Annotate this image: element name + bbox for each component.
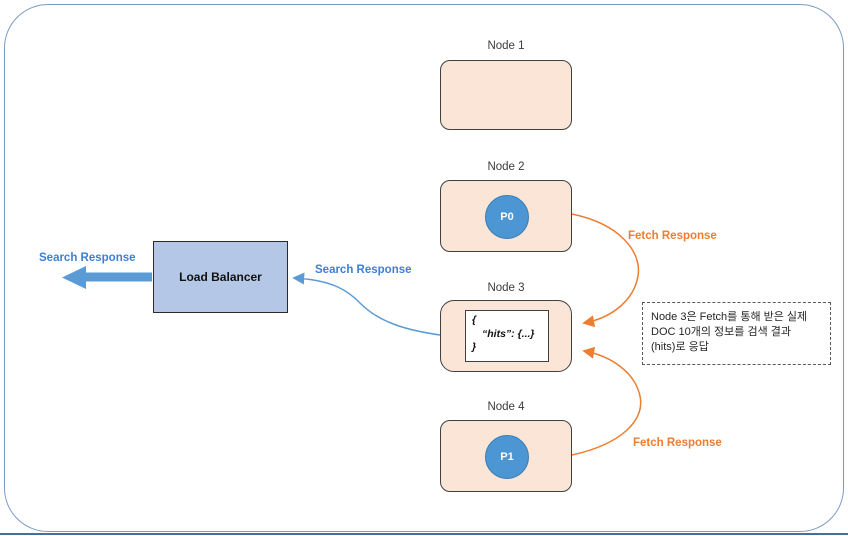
search-response-left-label: Search Response bbox=[39, 252, 136, 264]
search-response-mid-label: Search Response bbox=[315, 264, 412, 276]
node2-box: P0 bbox=[440, 180, 572, 252]
hits-code-line1: { bbox=[472, 314, 477, 326]
hits-code-line2: “hits”: {...} bbox=[482, 327, 535, 340]
hits-code-line3: } bbox=[472, 341, 477, 354]
annotation-line3: (hits)로 응답 bbox=[651, 340, 709, 353]
annotation-line2: DOC 10개의 정보를 검색 결과 bbox=[651, 325, 791, 338]
node1-box bbox=[440, 60, 572, 130]
slide-bottom-border bbox=[0, 533, 848, 535]
node4-box: P1 bbox=[440, 420, 572, 492]
shard-p1: P1 bbox=[485, 435, 529, 479]
load-balancer-box: Load Balancer bbox=[153, 241, 288, 313]
node3-box: { “hits”: {...} } bbox=[440, 300, 572, 372]
node1-label: Node 1 bbox=[487, 40, 525, 52]
load-balancer-label: Load Balancer bbox=[179, 270, 262, 284]
fetch-response-upper-label: Fetch Response bbox=[628, 230, 717, 242]
shard-p0: P0 bbox=[485, 195, 529, 239]
slide-frame bbox=[4, 4, 844, 532]
hits-result-box: { “hits”: {...} } bbox=[465, 310, 549, 362]
fetch-response-lower-label: Fetch Response bbox=[633, 437, 722, 449]
node2-label: Node 2 bbox=[487, 161, 525, 173]
annotation-note: Node 3은 Fetch를 통해 받은 실제 DOC 10개의 정보를 검색 … bbox=[642, 302, 831, 365]
annotation-line1: Node 3은 Fetch를 통해 받은 실제 bbox=[651, 311, 808, 323]
node3-label: Node 3 bbox=[487, 282, 525, 294]
node4-label: Node 4 bbox=[487, 401, 525, 413]
